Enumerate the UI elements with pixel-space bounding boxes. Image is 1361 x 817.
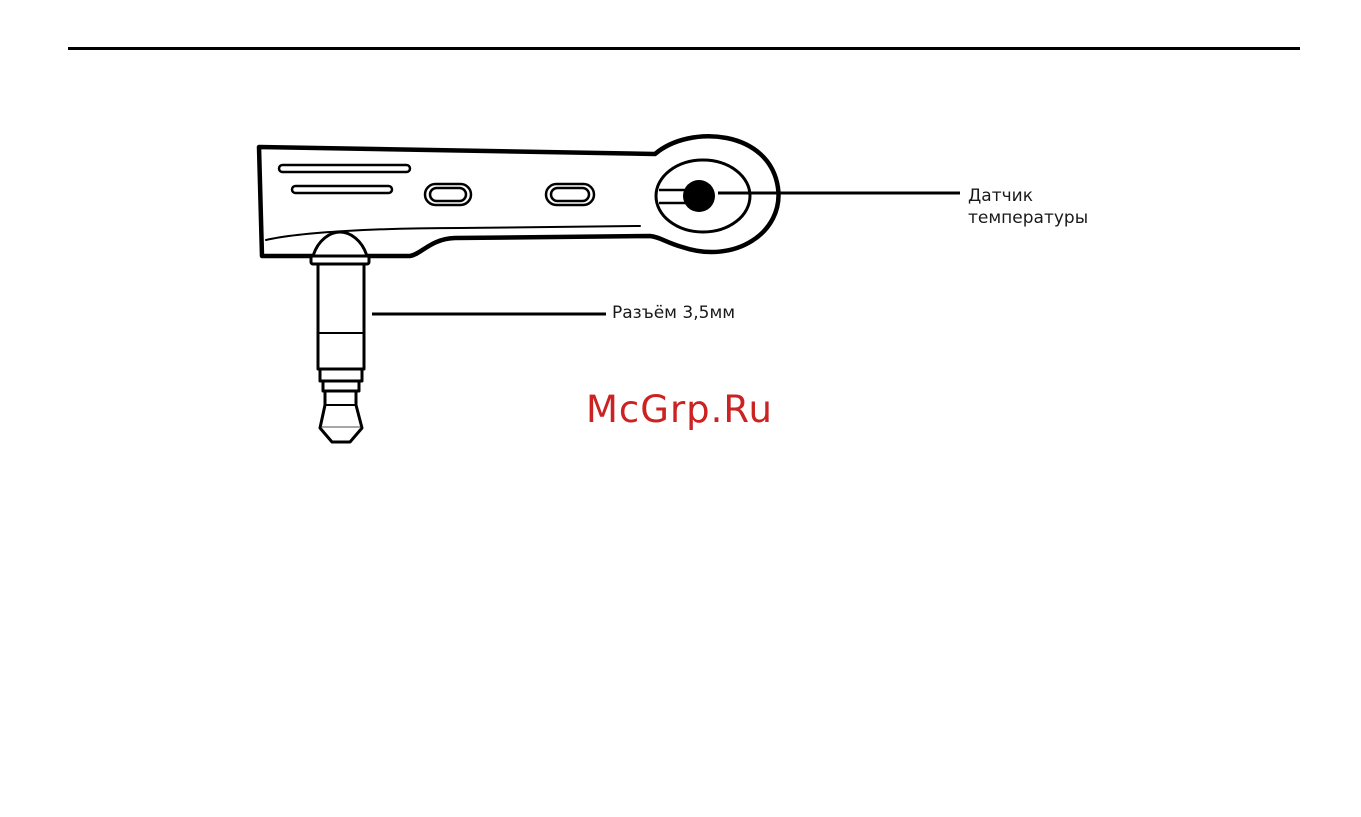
jack-connector-label: Разъём 3,5мм: [612, 302, 735, 324]
leader-lines: [372, 193, 960, 314]
jack-ring-segment: [320, 369, 362, 381]
temperature-sensor-label-line1: Датчик: [968, 185, 1088, 207]
grille-slots: [279, 165, 594, 205]
jack-plug: [311, 232, 369, 442]
oval-slot-right-inner: [551, 188, 589, 201]
oval-slot-left-inner: [430, 188, 466, 201]
jack-shaft: [318, 264, 364, 369]
jack-collar: [313, 232, 367, 256]
vent-slot-short: [292, 186, 392, 193]
sensor-head: [656, 160, 750, 232]
jack-tip: [320, 391, 362, 442]
temperature-sensor-label: Датчик температуры: [968, 185, 1088, 229]
temperature-sensor-element: [683, 180, 715, 212]
vent-slot-long: [279, 165, 410, 172]
watermark-text: McGrp.Ru: [586, 388, 773, 431]
temperature-sensor-label-line2: температуры: [968, 207, 1088, 229]
